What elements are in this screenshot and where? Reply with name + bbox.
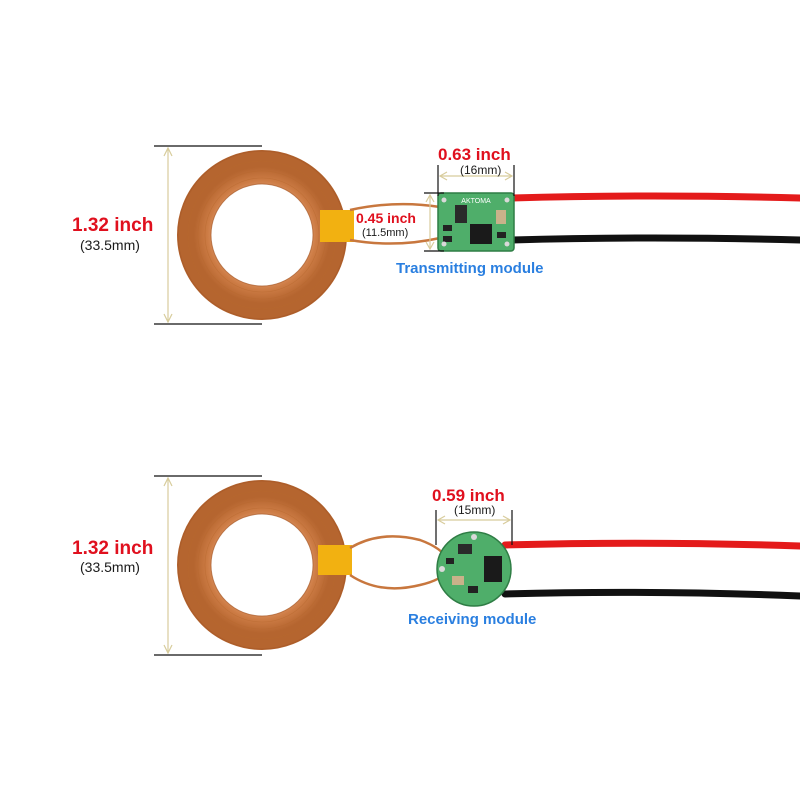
tx-black-wire [508,234,800,244]
rx-module-width-dimension [435,510,513,545]
rx-coil-lead-bottom [349,569,450,590]
tx-tape [320,210,354,242]
tx-module-width-dimension [437,165,515,196]
rx-coil-height-dimension [154,475,262,656]
rx-coil-height-inch-label: 1.32 inch [72,538,154,559]
rx-module-title: Receiving module [408,611,537,628]
tx-coil-height-mm-label: (33.5mm) [80,237,140,253]
tx-coil-height-dimension [154,145,262,325]
rx-module-width-mm-label: (15mm) [454,503,496,517]
tx-capacitor [496,210,506,224]
rx-tape [318,545,352,575]
rx-module-width-inch-label: 0.59 inch [432,486,505,505]
tx-coil-height-inch-label: 1.32 inch [72,215,154,236]
rx-pcb [436,531,512,607]
tx-coil-lead-bottom [349,236,441,245]
rx-coil-lead-top [349,535,450,561]
rx-ic-chip [484,556,502,582]
rx-red-wire [501,539,800,550]
tx-pcb: AKTOMA [437,192,515,252]
tx-ic-chip [470,224,492,244]
tx-module-height-mm-label: (11.5mm) [362,227,409,239]
transmitter-group: AKTOMA [154,145,800,325]
tx-coil-lead-top [349,202,441,212]
rx-black-wire [501,588,800,600]
rx-capacitor [452,576,464,585]
tx-inductor [455,205,467,223]
tx-board-marking: AKTOMA [461,198,491,205]
tx-red-wire [508,192,800,202]
tx-module-height-inch-label: 0.45 inch [356,210,416,226]
rx-inductor [458,544,472,554]
tx-module-width-inch-label: 0.63 inch [438,145,511,164]
tx-module-title: Transmitting module [396,260,544,277]
receiver-group [154,475,800,656]
tx-module-width-mm-label: (16mm) [460,163,502,177]
rx-coil-height-mm-label: (33.5mm) [80,559,140,575]
tx-module-height-dimension [424,192,444,252]
